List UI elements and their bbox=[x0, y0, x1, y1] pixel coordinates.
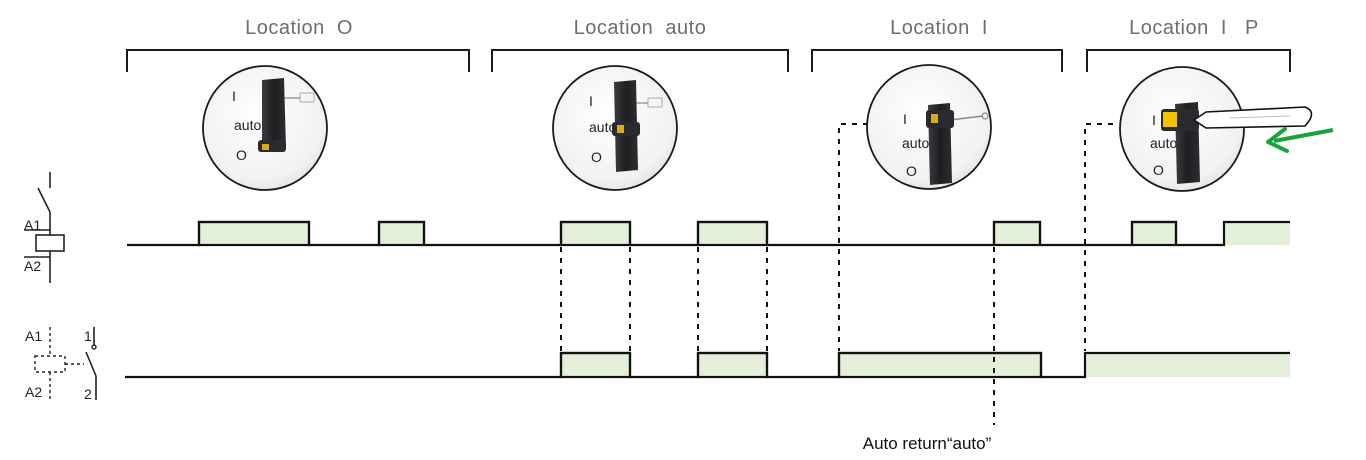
coil-pulse bbox=[992, 220, 1042, 247]
coil-a1-label: A1 bbox=[24, 217, 41, 233]
switch-dial-o: I auto O bbox=[202, 65, 328, 191]
location-i-title: Location I bbox=[890, 17, 988, 39]
location-ip-title: Location I P bbox=[1129, 17, 1259, 39]
location-auto-title: Location auto bbox=[574, 17, 707, 39]
contact-pin2-label: 2 bbox=[84, 386, 92, 402]
push-arrow-icon bbox=[1266, 127, 1334, 153]
contact-pulse bbox=[696, 351, 769, 379]
switch-knob-icon bbox=[262, 78, 286, 150]
switch-dial-auto: I auto O bbox=[552, 65, 678, 191]
mark-o: O bbox=[236, 147, 247, 163]
coil-pulse bbox=[1130, 220, 1178, 247]
contact-symbol-icon: A1 A2 1 2 bbox=[25, 327, 97, 402]
coil-a2-label: A2 bbox=[24, 258, 41, 274]
contact-a1-label: A1 bbox=[25, 328, 42, 344]
switch-dial-ip: I auto O bbox=[1119, 66, 1313, 192]
mark-i: I bbox=[232, 88, 236, 104]
coil-pulse bbox=[1224, 222, 1290, 245]
contact-pulse bbox=[1085, 353, 1290, 377]
mark-o: O bbox=[591, 149, 602, 165]
mark-i: I bbox=[589, 93, 593, 109]
contact-state-waveform bbox=[125, 351, 1290, 379]
mark-i: I bbox=[1152, 112, 1156, 128]
guide-line bbox=[1084, 123, 1113, 351]
location-ip-bracket bbox=[1086, 49, 1291, 72]
mark-auto: auto bbox=[234, 117, 261, 133]
coil-baseline bbox=[127, 220, 1290, 247]
location-i-bracket bbox=[811, 49, 1063, 72]
coil-pulse bbox=[197, 220, 311, 247]
contact-pulse bbox=[837, 351, 1043, 379]
mark-o: O bbox=[1153, 162, 1164, 178]
coil-symbol-icon: A1 A2 bbox=[24, 172, 65, 283]
location-o-title: Location O bbox=[245, 17, 353, 39]
location-auto-bracket bbox=[491, 49, 789, 72]
contact-a2-label: A2 bbox=[25, 384, 42, 400]
mark-i: I bbox=[903, 111, 907, 127]
coil-pulse bbox=[377, 220, 426, 247]
guide-line bbox=[838, 123, 868, 351]
coil-pulse bbox=[696, 220, 769, 247]
coil-pulse bbox=[559, 220, 632, 247]
auto-return-note: Auto return“auto” bbox=[863, 434, 992, 453]
test-port-icon bbox=[981, 112, 989, 120]
switch-dial-i: I auto O bbox=[866, 64, 992, 190]
contact-baseline bbox=[125, 351, 1290, 379]
mark-auto: auto bbox=[902, 135, 929, 151]
mark-auto: auto bbox=[1150, 135, 1177, 151]
contact-pulse bbox=[559, 351, 632, 379]
contact-pin1-label: 1 bbox=[84, 328, 92, 344]
push-button-icon bbox=[1163, 112, 1177, 127]
mark-o: O bbox=[906, 163, 917, 179]
location-o-bracket bbox=[126, 49, 470, 72]
mark-auto: auto bbox=[589, 119, 616, 135]
coil-command-waveform bbox=[127, 220, 1290, 247]
